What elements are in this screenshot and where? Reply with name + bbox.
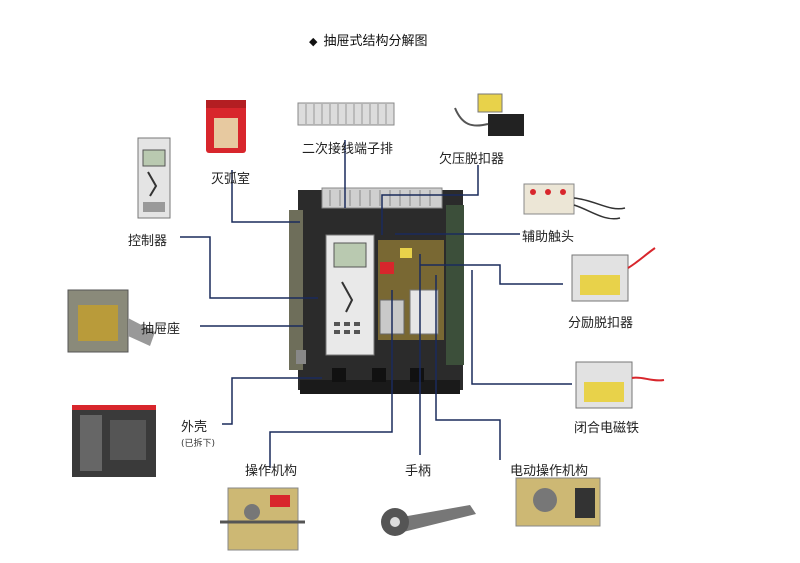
label-shunt-release: 分励脱扣器 bbox=[568, 316, 634, 331]
leader-motor bbox=[435, 275, 501, 460]
leader-closing-magnet bbox=[471, 270, 572, 385]
label-closing-magnet: 闭合电磁铁 bbox=[574, 421, 640, 436]
drawer-base-drawing bbox=[67, 289, 155, 353]
label-motor-mechanism: 电动操作机构 bbox=[510, 464, 589, 479]
housing-drawing bbox=[72, 405, 156, 477]
arc-chute-drawing bbox=[206, 100, 246, 153]
leader-undervoltage bbox=[381, 165, 479, 235]
label-terminal-block: 二次接线端子排 bbox=[302, 142, 394, 157]
bullet-icon: ◆ bbox=[309, 35, 318, 48]
closing-magnet-drawing bbox=[575, 361, 665, 409]
label-undervoltage-release: 欠压脱扣器 bbox=[439, 152, 505, 167]
title-text: 抽屉式结构分解图 bbox=[323, 34, 428, 49]
operating-mechanism-drawing bbox=[220, 487, 305, 551]
handle-drawing bbox=[381, 505, 476, 536]
label-auxiliary-contact: 辅助触头 bbox=[522, 230, 575, 245]
motor-mechanism-drawing bbox=[515, 477, 601, 527]
leader-operating bbox=[269, 290, 393, 468]
breaker-main-body bbox=[289, 187, 464, 394]
label-drawer-base: 抽屉座 bbox=[141, 322, 181, 337]
label-housing-note: (已拆下) bbox=[181, 439, 216, 449]
controller-drawing bbox=[137, 137, 171, 219]
leader-lines bbox=[180, 140, 572, 468]
terminal-block-drawing bbox=[297, 102, 395, 126]
label-controller: 控制器 bbox=[128, 234, 168, 249]
leader-shunt bbox=[420, 264, 563, 285]
leader-housing bbox=[222, 377, 322, 425]
label-operating-mechanism: 操作机构 bbox=[245, 464, 298, 479]
page-title: ◆ 抽屉式结构分解图 bbox=[309, 30, 427, 49]
label-arc-chute: 灭弧室 bbox=[211, 172, 251, 187]
label-housing: 外壳 bbox=[181, 420, 208, 435]
undervoltage-release-drawing bbox=[454, 93, 524, 136]
auxiliary-contact-drawing bbox=[523, 183, 626, 220]
leader-controller bbox=[180, 236, 318, 299]
label-handle: 手柄 bbox=[405, 464, 432, 479]
leader-arc-chute bbox=[231, 170, 300, 223]
shunt-release-drawing bbox=[571, 247, 656, 302]
